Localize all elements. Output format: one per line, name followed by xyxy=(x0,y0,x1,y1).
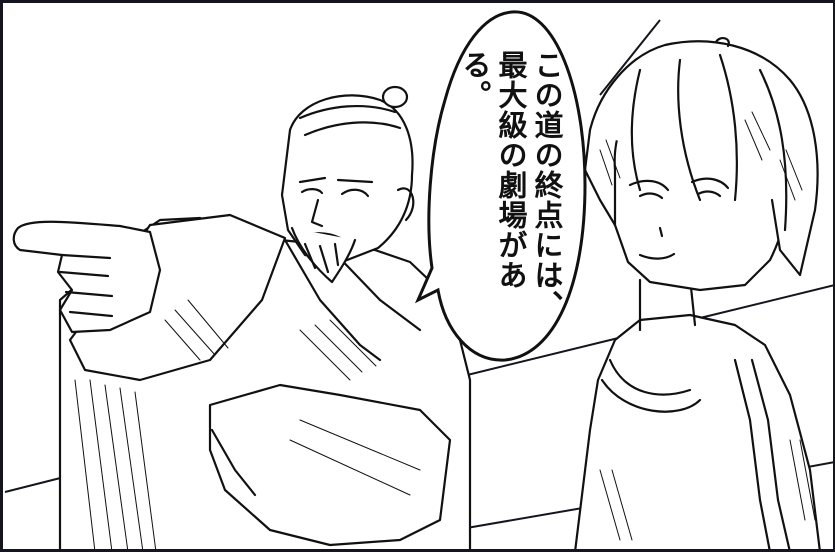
young-figure xyxy=(573,36,822,552)
speech-bubble-text: この道の終点には、最大級の劇場がある。 xyxy=(458,50,564,320)
old-man-figure xyxy=(12,85,472,552)
